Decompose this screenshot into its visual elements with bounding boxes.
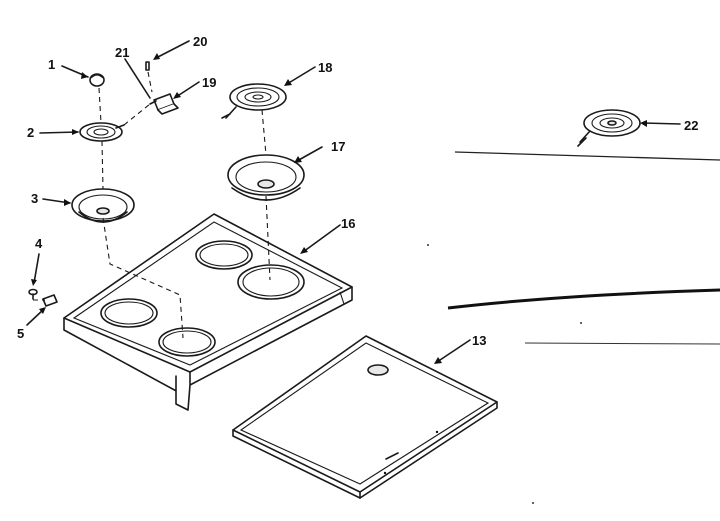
callout-17: 17 <box>331 139 345 154</box>
alignment-lines <box>33 71 271 339</box>
scan-lines <box>427 151 720 504</box>
leader-lines <box>26 40 681 364</box>
bottom-panel <box>232 335 498 499</box>
callout-13: 13 <box>472 333 486 348</box>
callout-20: 20 <box>193 34 207 49</box>
callout-22: 22 <box>684 118 698 133</box>
callout-16: 16 <box>341 216 355 231</box>
receptacle-assembly <box>145 61 179 115</box>
screw <box>28 288 38 300</box>
small-drip-bowl <box>71 188 135 223</box>
callout-1: 1 <box>48 57 55 72</box>
callout-labels: 1 2 3 4 5 13 16 17 18 19 20 21 22 <box>17 34 698 348</box>
surface-element-alt <box>577 109 641 147</box>
callout-19: 19 <box>202 75 216 90</box>
large-surface-element <box>221 83 287 119</box>
callout-4: 4 <box>35 236 43 251</box>
large-drip-bowl <box>227 154 305 201</box>
clip <box>42 294 58 307</box>
cooktop <box>63 213 353 411</box>
callout-18: 18 <box>318 60 332 75</box>
callout-5: 5 <box>17 326 24 341</box>
callout-3: 3 <box>31 191 38 206</box>
callout-2: 2 <box>27 125 34 140</box>
control-knob <box>89 73 105 87</box>
callout-21: 21 <box>115 45 129 60</box>
small-drip-bowl-element <box>79 122 125 142</box>
